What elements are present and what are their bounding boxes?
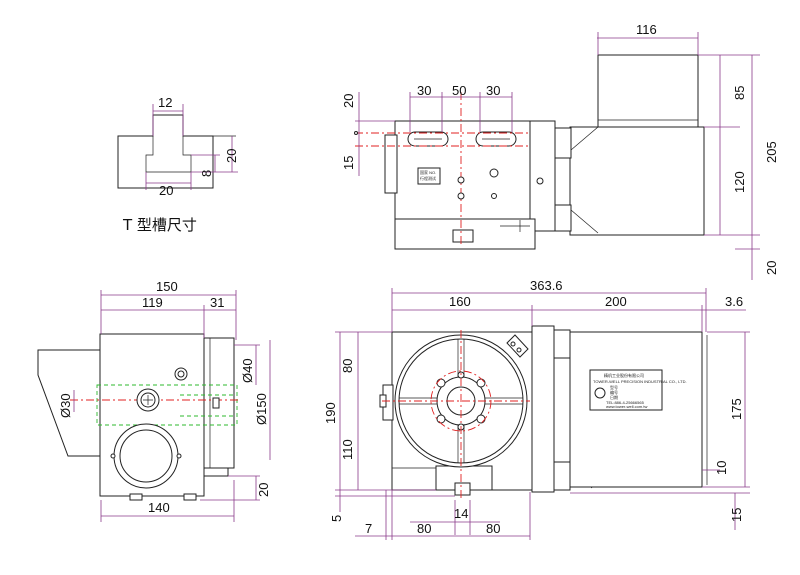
nameplate-line3: 型号 — [610, 384, 618, 390]
end-body: 119 — [142, 295, 163, 310]
nameplate-line1: 精机工业股份有限公司 — [604, 372, 644, 378]
side-plate-line1: 国家 NO. — [420, 169, 436, 175]
tslot-caption: T 型槽尺寸 — [122, 216, 197, 234]
side-slot-a: 30 — [417, 83, 431, 98]
top-base15: 15 — [729, 508, 744, 522]
side-base-offset: 20 — [764, 261, 779, 275]
top-left80: 80 — [417, 521, 431, 536]
side-body-height: 120 — [732, 171, 747, 193]
top-bot14: 14 — [454, 506, 468, 521]
end-bore-small: Ø30 — [58, 393, 73, 418]
nameplate-line2: TOWER-WELL PRECISION INDUSTRIAL CO., LTD… — [593, 379, 687, 384]
top-table-sec: 160 — [449, 294, 471, 309]
top-total: 190 — [323, 402, 338, 424]
top-depth: 175 — [729, 398, 744, 420]
end-bottom: 20 — [256, 483, 271, 497]
top-overall: 363.6 — [530, 278, 563, 293]
side-slot-c: 30 — [486, 83, 500, 98]
tslot-neck: 8 — [199, 170, 214, 177]
nameplate-line5: 日期 — [610, 394, 618, 400]
top-lower: 110 — [340, 439, 355, 460]
nameplate-line6: TEL:886-4-25666565 — [606, 400, 645, 405]
nameplate-line4: 编号 — [610, 389, 618, 395]
top-view: 精机工业股份有限公司 TOWER-WELL PRECISION INDUSTRI… — [323, 278, 750, 540]
side-slot-h: 15 — [341, 156, 356, 170]
top-motor-sec: 200 — [605, 294, 627, 309]
end-base: 140 — [148, 500, 170, 515]
end-bore-40: Ø40 — [240, 358, 255, 383]
tslot-height: 20 — [224, 149, 239, 163]
top-right80: 80 — [486, 521, 500, 536]
end-bore-150: Ø150 — [254, 393, 269, 425]
nameplate-line7: www.tower-well.com.tw — [606, 404, 647, 409]
tslot-base-width: 20 — [159, 183, 173, 198]
side-slot-b: 50 — [452, 83, 466, 98]
end-flange: 31 — [210, 295, 224, 310]
top-end-gap: 3.6 — [725, 294, 743, 309]
side-motor-width: 116 — [636, 22, 657, 37]
top-mid: 10 — [714, 461, 729, 475]
side-plate-line2: 行程测试 — [420, 175, 436, 181]
top-upper: 80 — [340, 359, 355, 373]
side-motor-height: 85 — [732, 86, 747, 100]
top-left7: 7 — [365, 521, 372, 536]
end-overall: 150 — [156, 279, 178, 294]
t-slot-detail: 12 20 20 8 T 型槽尺寸 — [117, 95, 239, 234]
side-view: 国家 NO. 行程测试 116 30 50 30 20 15 85 1 — [341, 22, 779, 280]
end-view: 150 119 31 Ø30 Ø40 Ø150 20 140 — [37, 279, 271, 522]
tslot-top-width: 12 — [158, 95, 172, 110]
side-total-height: 205 — [764, 141, 779, 163]
side-top-gap: 20 — [341, 94, 356, 108]
top-offset5: 5 — [329, 515, 344, 522]
